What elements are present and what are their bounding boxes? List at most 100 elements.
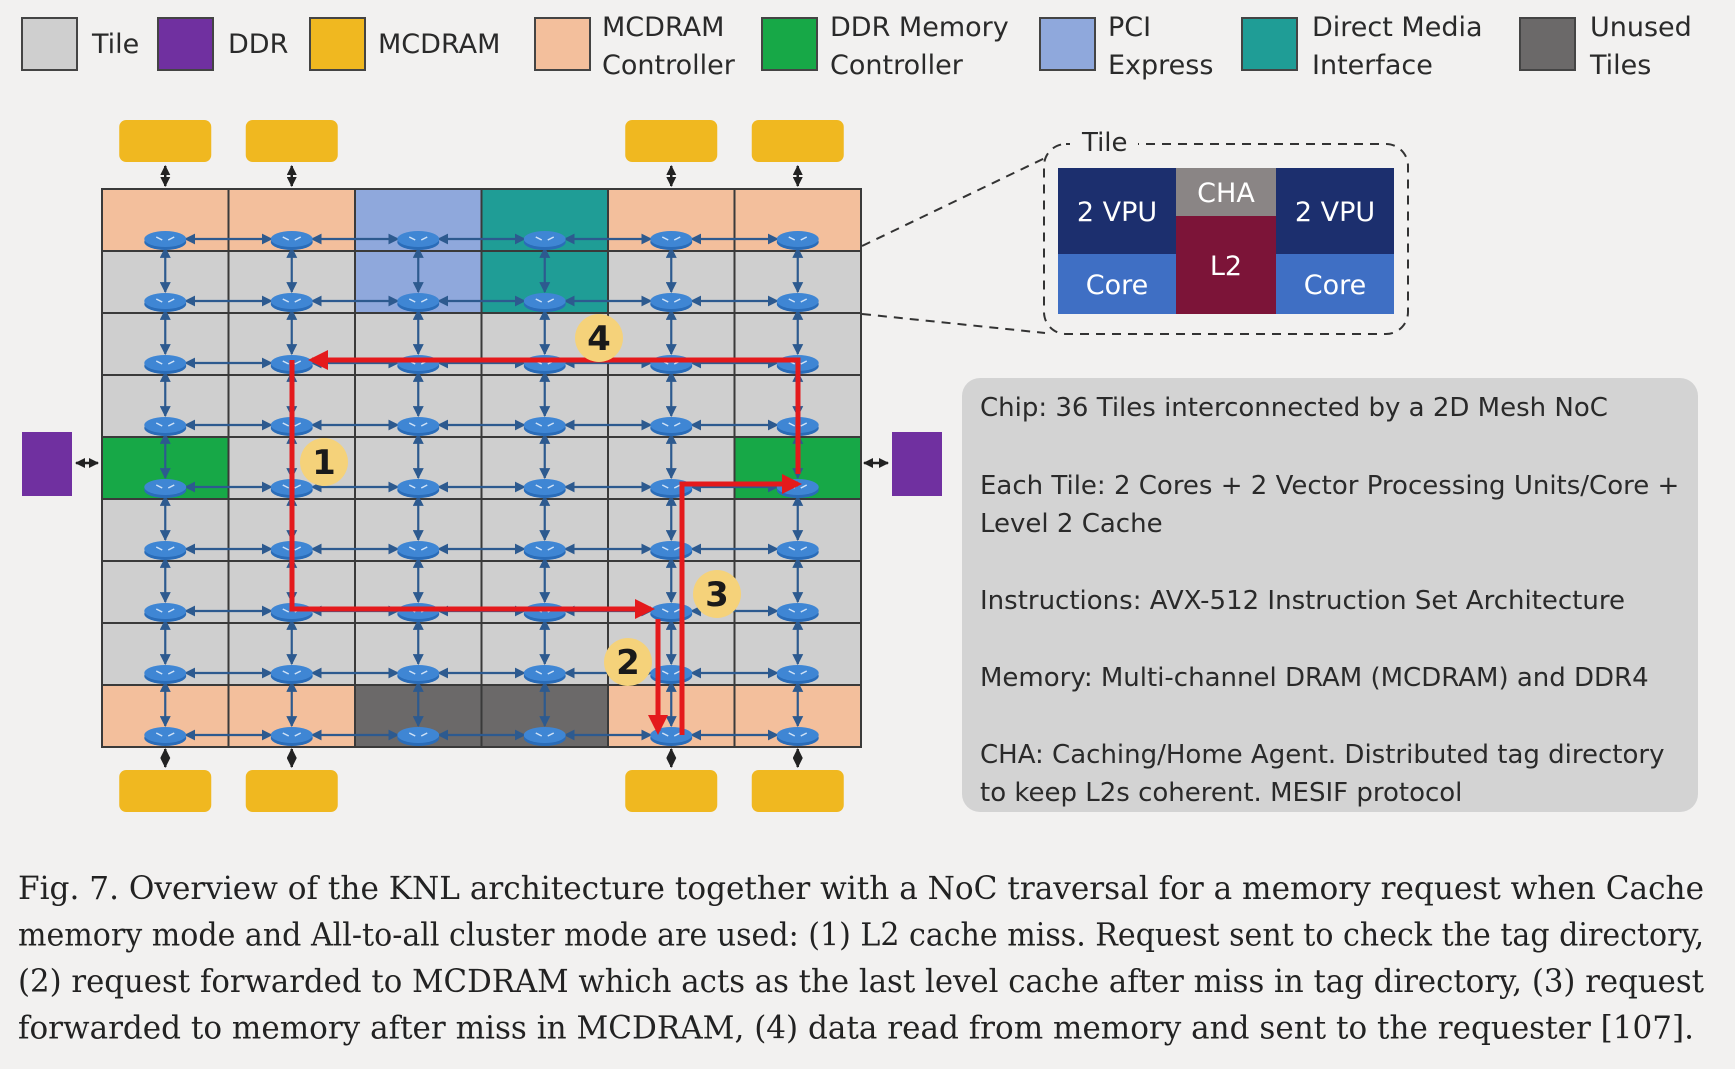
caption-line: forwarded to memory after miss in MCDRAM… [18,1011,1694,1047]
router-node [650,541,693,560]
router-node [270,293,313,312]
info-box-line: CHA: Caching/Home Agent. Distributed tag… [980,740,1664,770]
router-node [144,293,187,312]
legend-label: DDR [228,29,288,60]
legend-swatch [1039,17,1096,71]
legend-swatch [1519,17,1576,71]
router-node [144,417,187,436]
tile-detail-frame [1043,143,1409,335]
router-node [650,293,693,312]
info-box-background [962,378,1698,812]
router-node [523,417,566,436]
router-node [144,541,187,560]
info-box-line: Instructions: AVX-512 Instruction Set Ar… [980,586,1625,616]
router-node [776,727,819,746]
router-node [397,293,440,312]
step-marker-label: 4 [587,319,611,359]
router-node [776,293,819,312]
core-left-label: Core [1086,270,1149,301]
legend-label: MCDRAM [378,29,500,60]
info-box-line: Memory: Multi-channel DRAM (MCDRAM) and … [980,663,1649,693]
router-node [397,231,440,250]
mcdram-module-top [245,120,338,162]
step-marker-label: 2 [616,643,640,683]
router-node [270,231,313,250]
router-node [523,727,566,746]
step-marker-label: 1 [312,443,336,483]
legend-label: Express [1108,50,1213,81]
router-node [776,665,819,684]
legend-label: Interface [1312,50,1433,81]
router-node [397,665,440,684]
tile-detail-title: Tile [1081,128,1128,158]
vpu-right-block [1276,168,1394,254]
ddr-module-left [22,432,72,496]
router-node [397,541,440,560]
step-marker-1: 1 [300,438,348,486]
router-node [776,231,819,250]
path-step-4 [308,350,801,474]
router-node [397,727,440,746]
mcdram-module-bottom [245,770,338,812]
mesh-grid [101,188,862,748]
mcdram-module-top [119,120,212,162]
mcdram-module-top [751,120,844,162]
mcdram-module-bottom [751,770,844,812]
info-box-line: to keep L2s coherent. MESIF protocol [980,778,1462,808]
legend: Tile DDR MCDRAM MCDRAM Controller DDR MemoryC… [21,12,1692,81]
memory-modules [22,120,942,812]
legend-swatch [21,17,78,71]
router-node [144,479,187,498]
step-marker-label: 3 [705,575,729,615]
caption-line: memory mode and All-to-all cluster mode … [18,918,1704,954]
router-node [144,231,187,250]
router-node [270,665,313,684]
path-step-1 [289,360,655,619]
noc-traversal-path [289,350,802,735]
legend-label: Controller [830,50,964,81]
l2-block [1176,216,1276,314]
mcdram-module-top [625,120,718,162]
cha-block [1176,168,1276,216]
router-node [523,479,566,498]
caption-line: (2) request forwarded to MCDRAM which ac… [18,964,1704,1000]
router-node [776,541,819,560]
info-box: Chip: 36 Tiles interconnected by a 2D Me… [962,378,1698,812]
router-node [397,603,440,622]
info-box-line: Each Tile: 2 Cores + 2 Vector Processing… [980,471,1679,501]
router-node [523,541,566,560]
mcdram-module-bottom [119,770,212,812]
vpu-right-label: 2 VPU [1295,197,1375,228]
legend-label: MCDRAM [602,12,724,43]
core-right-label: Core [1304,270,1367,301]
vpu-left-block [1058,168,1176,254]
info-box-line: Level 2 Cache [980,509,1163,539]
router-node [397,479,440,498]
legend-label: Unused [1590,12,1692,43]
router-node [144,665,187,684]
router-node [650,417,693,436]
path-step-3 [679,474,802,735]
legend-label: DDR Memory [830,12,1009,43]
router-node [270,727,313,746]
router-node [523,293,566,312]
router-node [650,231,693,250]
step-marker-3: 3 [693,570,741,618]
legend-swatch [309,17,366,71]
step-marker-4: 4 [575,314,623,362]
router-node [144,355,187,374]
legend-label: Tiles [1589,50,1651,81]
router-node [523,231,566,250]
legend-label: Controller [602,50,736,81]
router-node [144,603,187,622]
step-markers: 1 2 3 4 [300,314,741,686]
legend-label: Tile [91,29,139,60]
router-node [776,603,819,622]
vpu-left-label: 2 VPU [1077,197,1157,228]
legend-swatch [1241,17,1298,71]
figure-caption: Fig. 7. Overview of the KNL architecture… [18,871,1704,1047]
mcdram-module-bottom [625,770,718,812]
router-node [523,603,566,622]
core-left-block [1058,254,1176,314]
